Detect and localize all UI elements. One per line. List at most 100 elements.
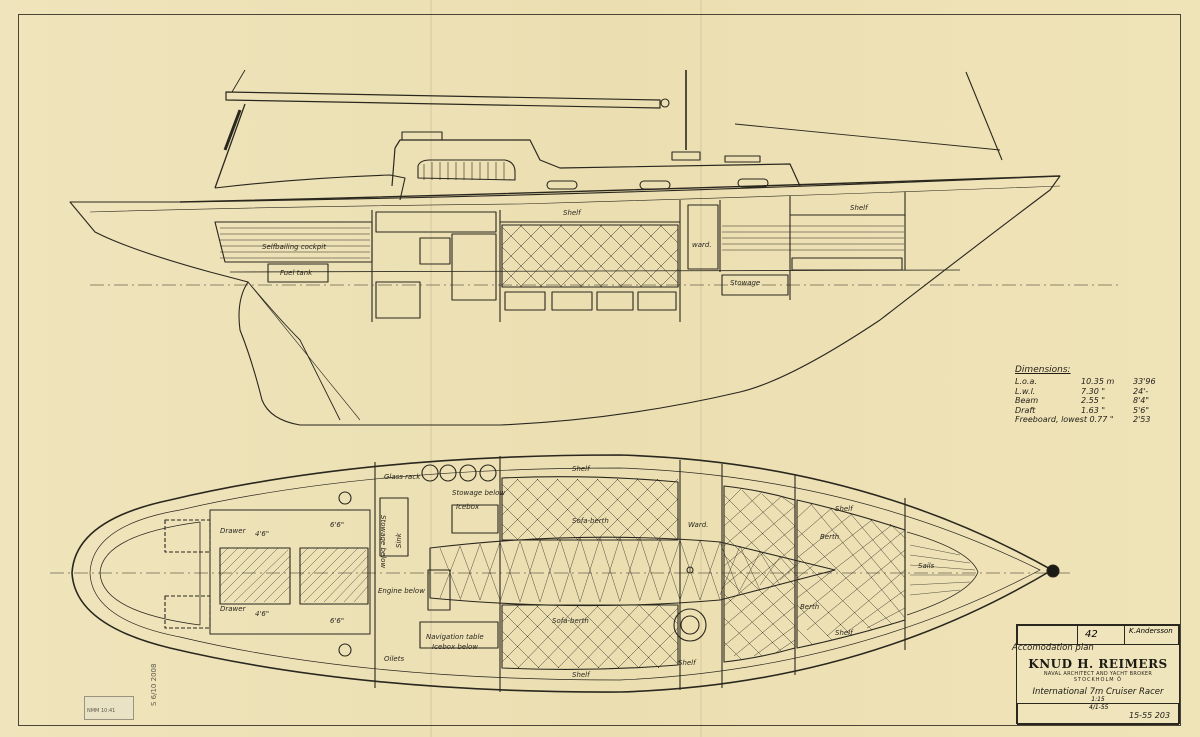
glass-rack-label: Glass rack [384, 473, 421, 481]
nav-table-label: Navigation table [426, 633, 484, 641]
sink-label: Sink [395, 533, 403, 548]
dimension-row: L.o.a. 10.35 m 33'96 [1015, 377, 1165, 387]
firm-city: STOCKHOLM Ö [1073, 677, 1123, 683]
nav-table [419, 621, 499, 649]
drawing-title: International 7m Cruiser Racer [1032, 687, 1164, 697]
icebox-label: Icebox [456, 503, 480, 511]
coachroof [394, 139, 801, 187]
dimension-metric: 1.63 " [1081, 405, 1106, 415]
dimension-row: Draft 1.63 " 5'6" [1015, 406, 1165, 416]
hull-profile [69, 175, 1061, 426]
shelf-label: Shelf [850, 204, 868, 212]
portlight [737, 178, 769, 188]
drawer-label: Drawer [220, 605, 246, 613]
vang-tackle [223, 109, 242, 151]
head-toilet [673, 608, 707, 642]
galley-top [375, 211, 497, 233]
dimension-metric: 10.35 m [1081, 377, 1115, 386]
v-berth-forward [796, 499, 906, 649]
hatch [401, 131, 443, 141]
topping-lift [231, 69, 246, 93]
berth-label: Berth [800, 603, 820, 611]
stowage-below-label: Stowage below [452, 489, 506, 497]
dimension-label: L.w.l. [1015, 386, 1036, 396]
sofa-berth-plan [501, 476, 679, 541]
stamp-text: NMM 10:41 [87, 708, 116, 714]
sofa-berth-plan [501, 604, 679, 671]
sole-hatch [439, 537, 801, 603]
dimension-row: Freeboard, lowest 0.77 " 2'53 [1015, 415, 1165, 425]
archive-stamp: NMM 10:41 [84, 696, 134, 720]
galley-cabinet [451, 233, 497, 301]
wardrobe-label: ward. [692, 241, 712, 249]
drawing-scale: 1:15 [1091, 696, 1105, 703]
dimension-imperial: 8'4" [1133, 396, 1150, 405]
title-block: 42 K.Andersson KNUD H. REIMERS NAVAL ARC… [1016, 624, 1180, 725]
sails-label: Sails [918, 562, 935, 570]
title-block-footer [1017, 703, 1179, 725]
mast-step [671, 151, 701, 161]
dimension-label: 4'6" [255, 610, 270, 618]
stove-ring [459, 464, 477, 482]
portlight [639, 180, 671, 190]
stem-fitting [1046, 564, 1060, 578]
title-block-cell [1077, 625, 1125, 645]
wardrobe [687, 204, 719, 270]
shelf-label: Shelf [572, 465, 590, 473]
sofa-berth-label: Sofa-berth [572, 517, 609, 525]
portlight [546, 180, 578, 190]
side-number: S 6/10 2008 [150, 663, 158, 706]
dimension-imperial: 33'96 [1133, 377, 1156, 386]
winch [338, 491, 352, 505]
galley-stove [451, 504, 499, 534]
forepeak-lines [722, 225, 904, 251]
sail-locker [906, 531, 979, 616]
vberth-lattice [723, 487, 906, 661]
drawing-number: 15-55 203 [1129, 711, 1171, 720]
drawer [596, 291, 634, 311]
deck-line [179, 175, 1061, 203]
stowage-label: Stowage [730, 279, 761, 287]
forestay [965, 71, 1003, 161]
drawing-date: 4/1-55 [1089, 704, 1109, 711]
doghouse-window [417, 159, 516, 181]
stove-ring [479, 464, 497, 482]
oilets-label: Oilets [384, 655, 405, 663]
aft-deck [99, 521, 201, 626]
lattice [501, 224, 679, 288]
dimension-label: Beam [1015, 396, 1039, 405]
coachroof-aft [391, 147, 396, 187]
dimensions-table: Dimensions: L.o.a. 10.35 m 33'96 L.w.l. … [1015, 365, 1165, 425]
dimension-metric: 7.30 " [1081, 386, 1106, 396]
dimension-label: Draft [1015, 405, 1036, 415]
dimension-row: Beam 2.55 " 8'4" [1015, 396, 1165, 406]
winch [338, 643, 352, 657]
drawer [637, 291, 677, 311]
shelf-label: Shelf [572, 671, 590, 679]
dimension-label: 4'6" [255, 530, 270, 538]
dimension-imperial: 2'53 [1133, 415, 1151, 424]
fold-line [430, 0, 432, 737]
drawer [504, 291, 546, 311]
grating-hatch [219, 547, 369, 603]
shelf-label: Shelf [835, 629, 853, 637]
sofa-berth-label: Sofa-berth [552, 617, 589, 625]
firm-name: KNUD H. REIMERS [1028, 657, 1168, 671]
fold-line [700, 0, 702, 737]
engine [375, 281, 421, 319]
sail-locker-lines [909, 544, 976, 596]
sofa-berth-profile [501, 224, 679, 288]
dimension-label: L.o.a. [1015, 377, 1037, 386]
berth-label: Berth [820, 533, 840, 541]
shelf-label: Shelf [563, 209, 581, 217]
window-hatching [423, 162, 505, 180]
order-number: 42 [1085, 629, 1098, 640]
fore-hatch [724, 155, 761, 163]
icebox-below-label: Icebox below [432, 643, 479, 651]
wardrobe-label: Ward. [688, 521, 709, 529]
dimension-label: 6'6" [330, 617, 345, 625]
v-berth [723, 485, 796, 663]
plan-caption: Accomodation plan [1012, 643, 1094, 653]
